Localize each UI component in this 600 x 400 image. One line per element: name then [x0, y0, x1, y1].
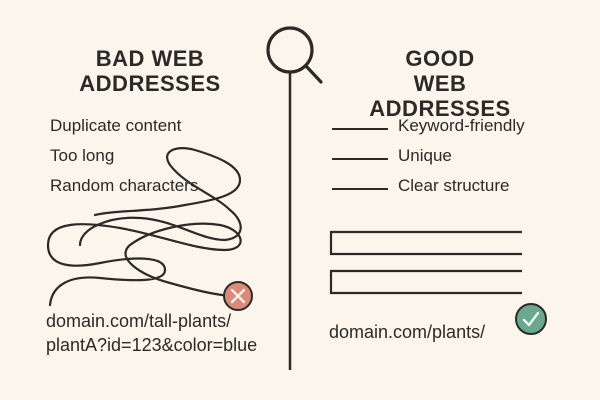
- good-url: domain.com/plants/: [329, 322, 486, 342]
- good-title-line2: WEB ADDRESSES: [369, 71, 511, 121]
- tangled-line: [46, 147, 242, 307]
- bad-url-line1: domain.com/tall-plants/: [46, 311, 232, 331]
- dash-line: [332, 158, 388, 160]
- magnifier-icon: [266, 26, 323, 84]
- good-title-line1: GOOD: [405, 46, 475, 71]
- bad-title-line2: ADDRESSES: [79, 71, 221, 96]
- bad-item-too-long: Too long: [50, 146, 115, 165]
- good-item-unique: Unique: [398, 146, 452, 165]
- structured-boxes: [329, 230, 522, 295]
- bad-url-line2: plantA?id=123&color=blue: [46, 335, 258, 355]
- bad-title: BAD WEB ADDRESSES: [60, 46, 240, 96]
- bad-item-duplicate: Duplicate content: [50, 116, 182, 135]
- dash-line: [332, 128, 388, 130]
- x-icon: [223, 281, 253, 311]
- bad-title-line1: BAD WEB: [95, 46, 205, 71]
- good-item-keyword: Keyword-friendly: [398, 116, 525, 135]
- bad-item-random: Random characters: [50, 176, 199, 195]
- good-item-clear: Clear structure: [398, 176, 510, 195]
- good-title: GOOD WEB ADDRESSES: [340, 46, 540, 121]
- check-icon: [515, 303, 547, 335]
- bad-url: domain.com/tall-plants/ plantA?id=123&co…: [46, 309, 257, 357]
- dash-line: [332, 188, 388, 190]
